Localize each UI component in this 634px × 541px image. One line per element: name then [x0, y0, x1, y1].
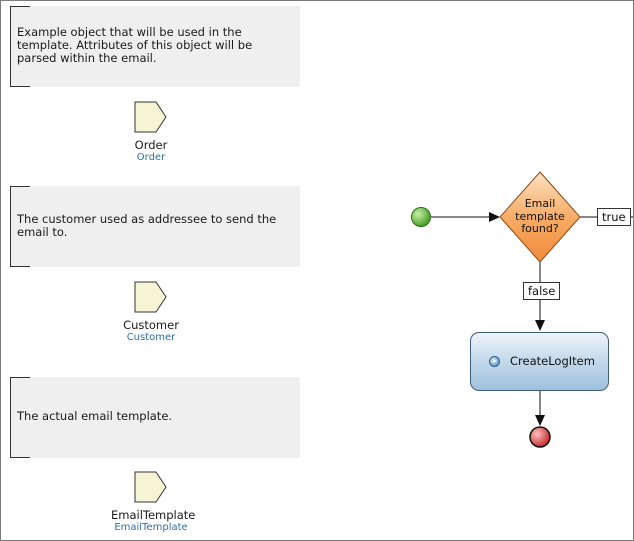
- parameter-order[interactable]: Order Order: [111, 101, 191, 164]
- annotation-customer[interactable]: The customer used as addressee to send t…: [10, 186, 300, 267]
- parameter-type: Order: [136, 152, 166, 163]
- arrowhead: [535, 320, 545, 331]
- decision-diamond[interactable]: [499, 171, 581, 263]
- parameter-customer[interactable]: Customer Customer: [111, 281, 191, 344]
- decision-caption: Email template found?: [515, 197, 565, 235]
- false-label: false: [523, 282, 561, 300]
- annotation-order[interactable]: Example object that will be used in the …: [10, 6, 300, 87]
- annotation-email-template[interactable]: The actual email template.: [10, 377, 300, 458]
- end-event[interactable]: [529, 426, 551, 448]
- parameter-icon: [134, 471, 167, 503]
- arrowhead: [535, 415, 545, 426]
- annotation-bracket: [10, 6, 30, 87]
- parameter-icon: [134, 101, 167, 133]
- activity-label: CreateLogItem: [510, 354, 595, 368]
- parameter-email-template[interactable]: EmailTemplate EmailTemplate: [111, 471, 196, 534]
- true-label: true: [597, 208, 631, 226]
- activity-create-log-item[interactable]: CreateLogItem: [470, 332, 609, 391]
- annotation-text: The customer used as addressee to send t…: [17, 212, 277, 239]
- parameter-icon: [134, 281, 167, 313]
- parameter-type: Customer: [126, 332, 176, 343]
- submicroflow-icon: [489, 356, 500, 367]
- parameter-name: Customer: [123, 318, 179, 332]
- annotation-text: The actual email template.: [17, 409, 173, 423]
- parameter-name: Order: [134, 138, 168, 152]
- arrowhead: [489, 212, 500, 222]
- annotation-text: Example object that will be used in the …: [17, 25, 253, 65]
- annotation-bracket: [10, 186, 30, 267]
- parameter-name: EmailTemplate: [111, 508, 196, 522]
- annotation-bracket: [10, 377, 30, 458]
- start-event[interactable]: [411, 207, 431, 227]
- parameter-type: EmailTemplate: [114, 522, 188, 533]
